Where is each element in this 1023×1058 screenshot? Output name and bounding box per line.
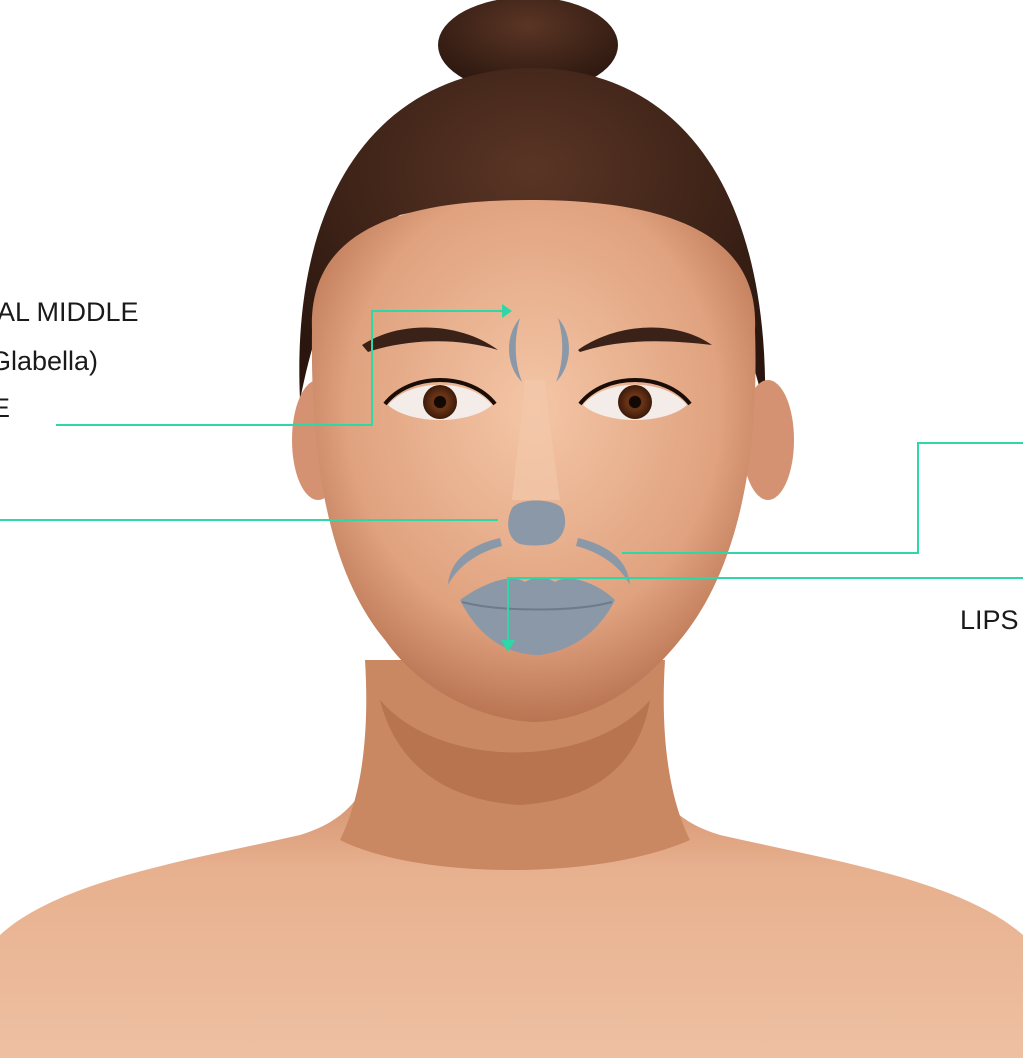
nose-overlay — [508, 501, 565, 546]
glabella-label-line2: Glabella) — [0, 345, 98, 377]
glabella-label-line3: E — [0, 392, 10, 424]
glabella-label-line1: CIAL MIDDLE — [0, 296, 139, 328]
left-pupil — [434, 396, 446, 408]
right-pupil — [629, 396, 641, 408]
lips-label: LIPS — [960, 604, 1019, 636]
